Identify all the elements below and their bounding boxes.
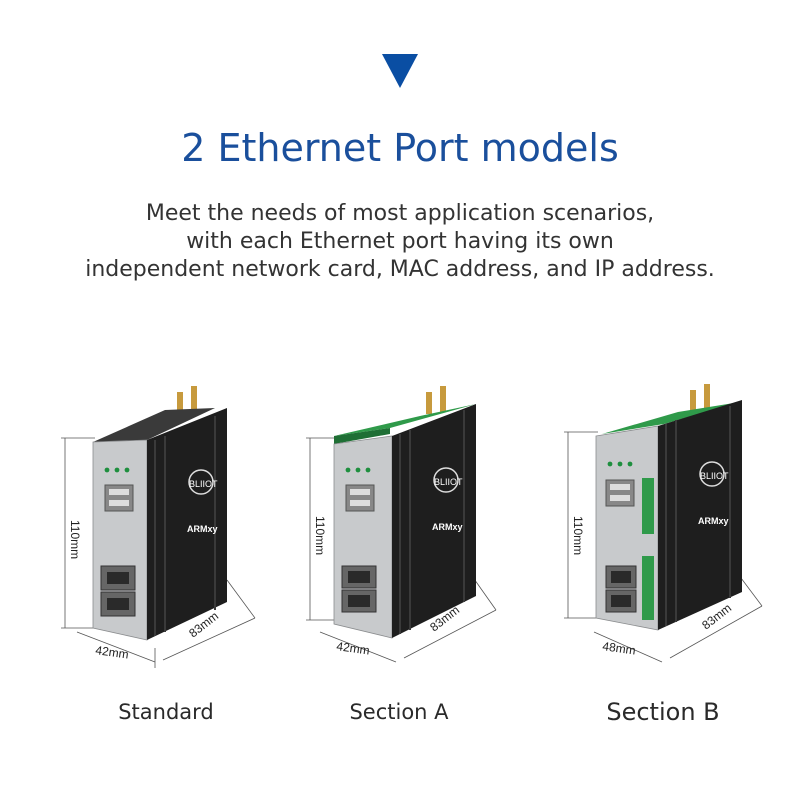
description: Meet the needs of most application scena…: [40, 200, 760, 284]
caption-standard: Standard: [118, 700, 214, 724]
description-line: with each Ethernet port having its own: [186, 229, 614, 254]
caption-section-b: Section B: [606, 698, 720, 726]
product-section-b: 110mm 48mm 83mm BLIIOT ARMxy: [558, 370, 800, 670]
brand-logo: BLIIOT: [434, 477, 463, 487]
description-line: independent network card, MAC address, a…: [85, 257, 715, 282]
width-label: 42mm: [336, 639, 371, 658]
caption-section-a: Section A: [349, 700, 449, 724]
product-standard: 110mm 42mm 83mm BLIIOT ARMxy: [55, 370, 305, 670]
height-label: 110mm: [68, 520, 82, 559]
width-label: 48mm: [602, 639, 637, 658]
page-title: 2 Ethernet Port models: [181, 126, 619, 170]
description-line: Meet the needs of most application scena…: [145, 201, 655, 226]
brand-logo: BLIIOT: [700, 471, 729, 481]
width-label: 42mm: [95, 643, 130, 662]
model-label: ARMxy: [432, 522, 463, 532]
height-label: 110mm: [313, 516, 327, 555]
product-section-a: 110mm 42mm 83mm BLIIOT ARMxy: [300, 370, 550, 670]
brand-logo: BLIIOT: [189, 479, 218, 489]
model-label: ARMxy: [698, 516, 729, 526]
down-arrow-icon: [382, 54, 418, 88]
model-label: ARMxy: [187, 524, 218, 534]
height-label: 110mm: [571, 516, 585, 555]
